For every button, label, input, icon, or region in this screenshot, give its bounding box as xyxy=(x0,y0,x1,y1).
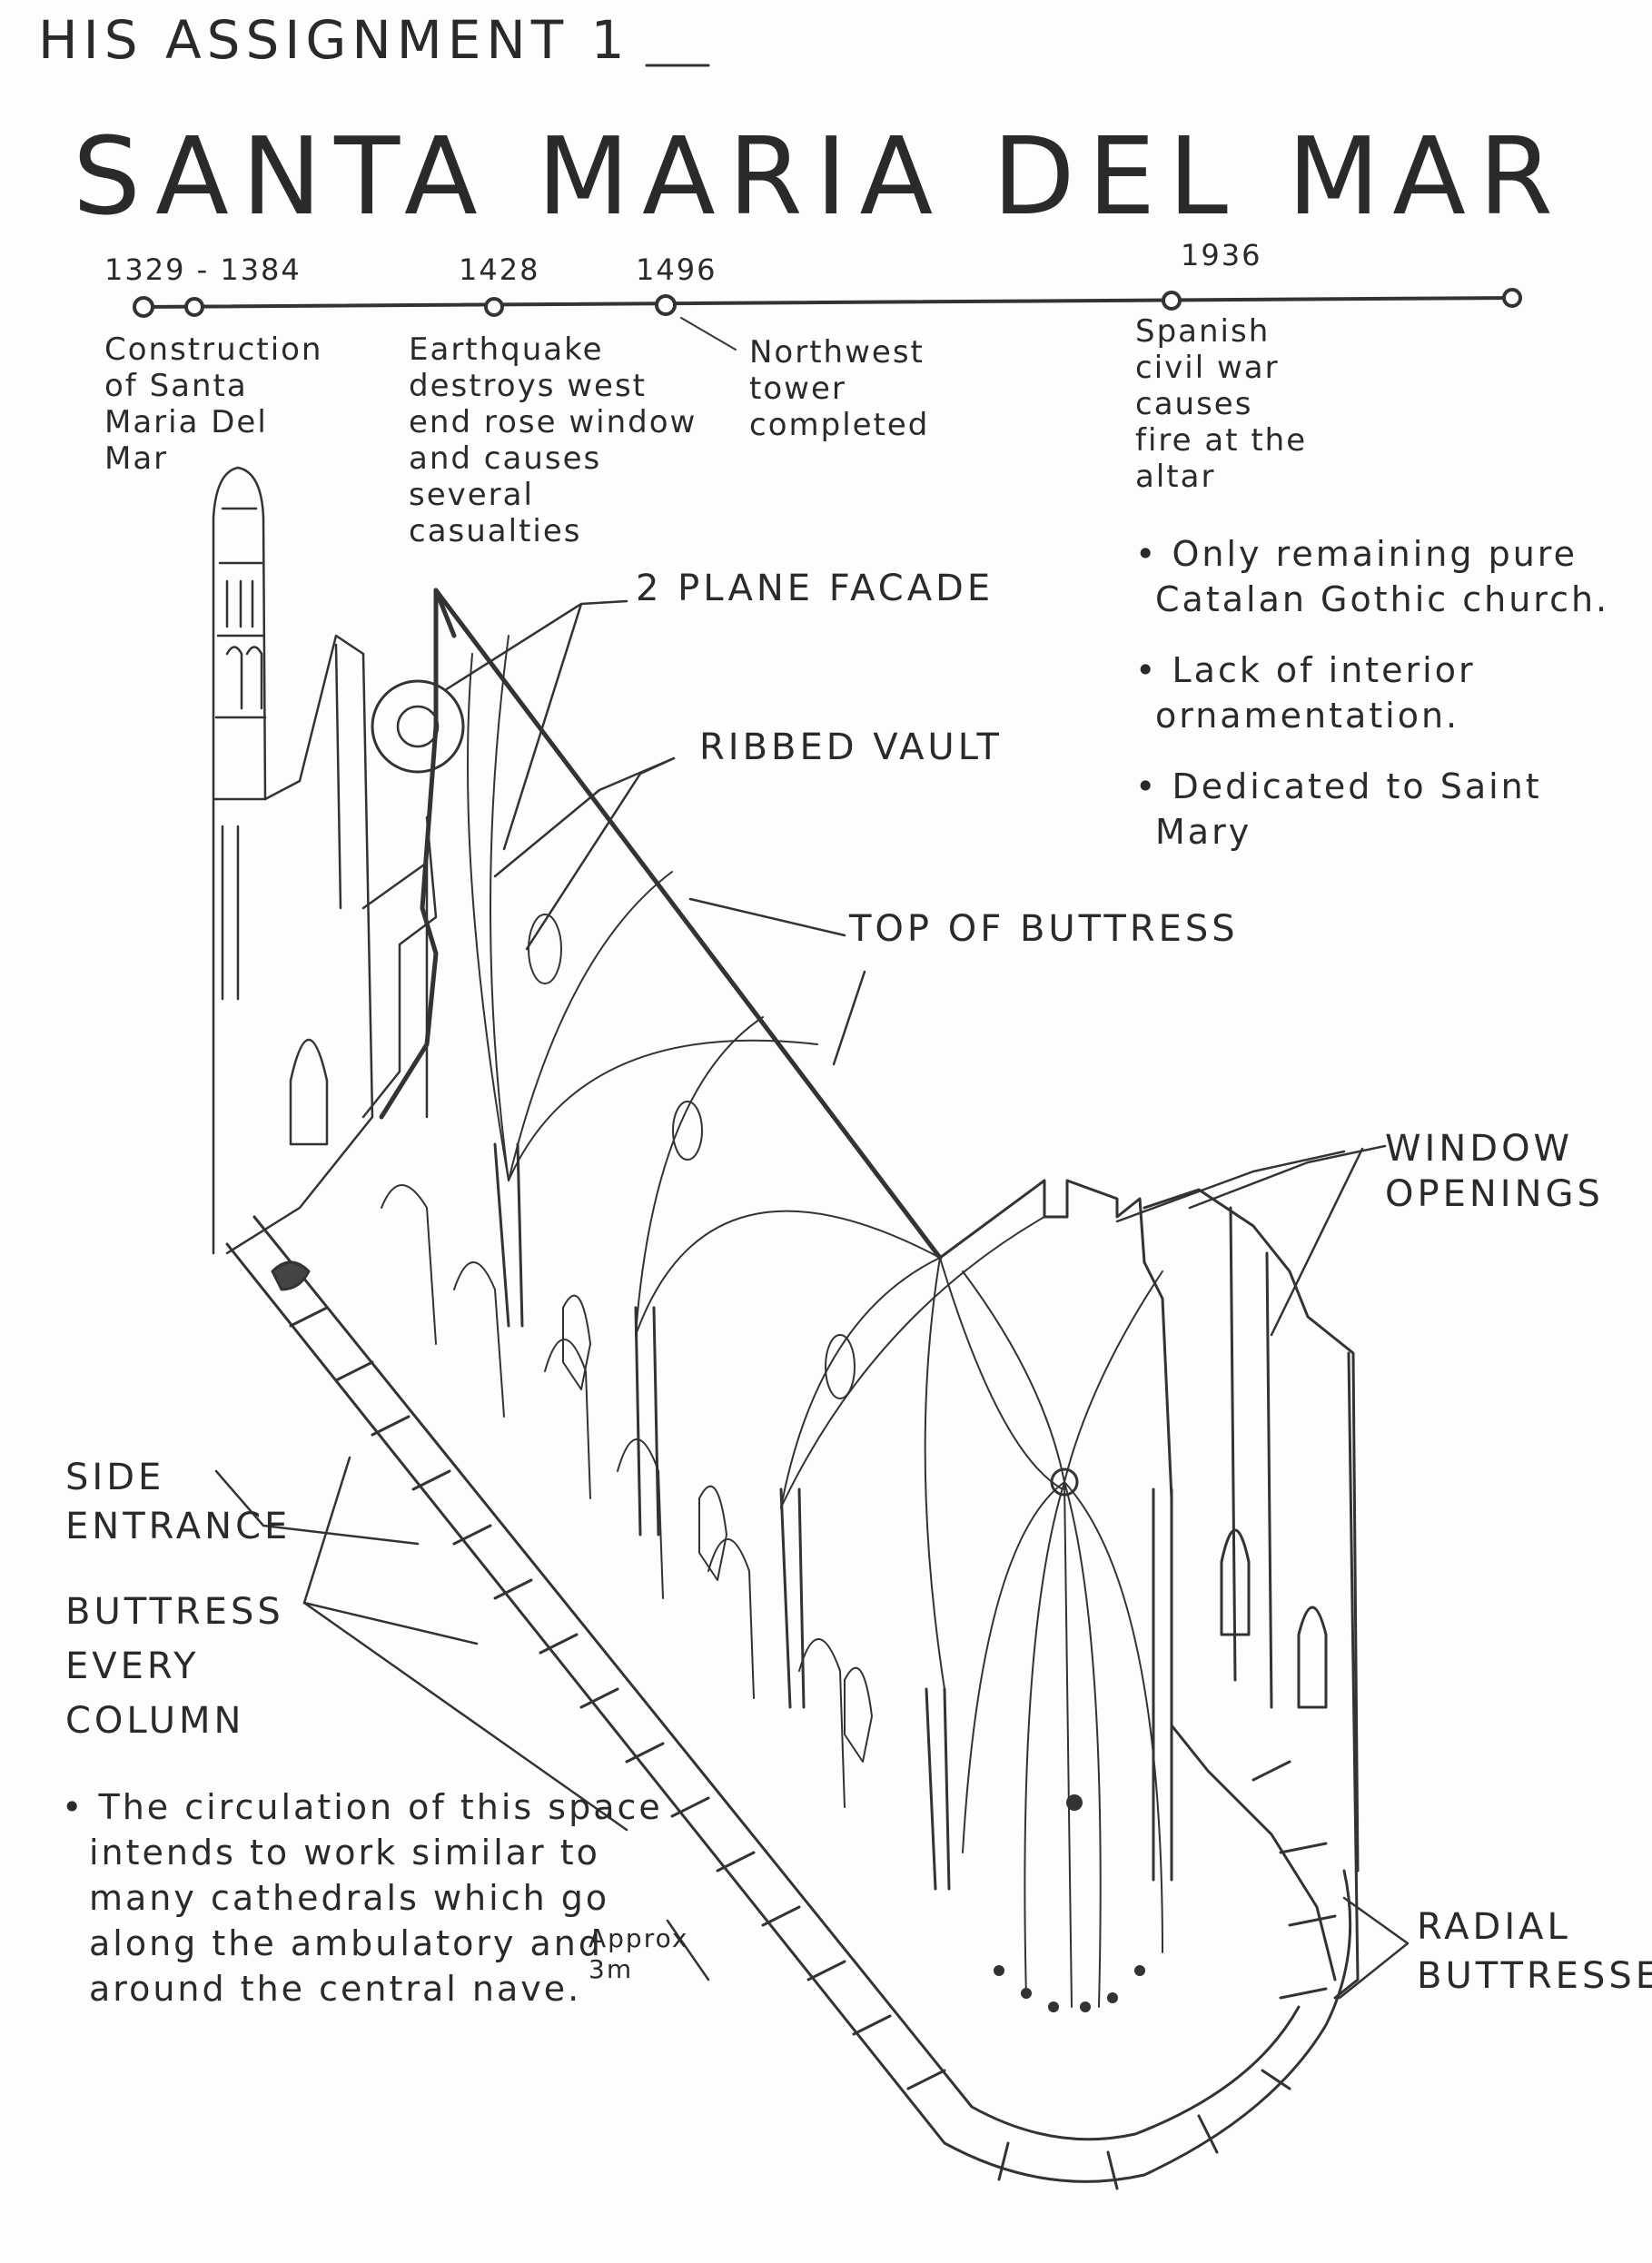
circulation-note-text: The circulation of this space intends to… xyxy=(89,1787,663,2009)
label-2-plane-facade: 2 PLANE FACADE xyxy=(636,568,994,609)
east-wall-drawing xyxy=(938,1179,1360,2000)
aisle-wall-buttresses xyxy=(225,1215,1352,2190)
label-ribbed-vault: RIBBED VAULT xyxy=(699,726,1003,768)
timeline-event-3: Northwest tower completed xyxy=(749,334,930,443)
timeline-year-1: 1329 - 1384 xyxy=(104,252,302,287)
timeline-year-3: 1496 xyxy=(636,252,717,287)
timeline-event-1: Construction of Santa Maria Del Mar xyxy=(104,331,323,477)
label-approx-3m: Approx 3m xyxy=(589,1923,689,1984)
bell-tower-drawing xyxy=(212,466,267,1255)
timeline-event-2: Earthquake destroys west end rose window… xyxy=(409,331,697,549)
nave-columns xyxy=(493,1142,1173,1891)
apse-drawing xyxy=(962,1270,1163,2012)
timeline-event-4: Spanish civil war causes fire at the alt… xyxy=(1135,313,1308,495)
label-window-openings: WINDOW OPENINGS xyxy=(1385,1128,1604,1215)
facade-drawing xyxy=(225,634,465,1255)
label-side-entrance: SIDE ENTRANCE xyxy=(65,1457,292,1547)
assignment-header: HIS ASSIGNMENT 1 xyxy=(38,9,630,71)
bullet-icon: • xyxy=(62,1787,99,1827)
label-buttress-every-column: BUTTRESS EVERY COLUMN xyxy=(65,1591,284,1742)
fact-item: Only remaining pure Catalan Gothic churc… xyxy=(1135,531,1626,622)
facts-list: Only remaining pure Catalan Gothic churc… xyxy=(1135,531,1626,880)
label-top-of-buttress: TOP OF BUTTRESS xyxy=(849,908,1239,950)
chapel-arches xyxy=(381,1184,873,1808)
timeline-year-4: 1936 xyxy=(1181,238,1262,272)
fact-item: Dedicated to Saint Mary xyxy=(1135,764,1626,855)
leader-lines xyxy=(214,599,1410,2000)
nave-outline xyxy=(379,588,943,1260)
circulation-note: • The circulation of this space intends … xyxy=(53,1784,670,2011)
fact-item: Lack of interior ornamentation. xyxy=(1135,647,1626,738)
page-title: SANTA MARIA DEL MAR xyxy=(73,114,1566,239)
timeline-line xyxy=(133,288,1522,351)
label-radial-buttresses: RADIAL BUTTRESSES xyxy=(1417,1906,1652,1997)
ribbed-vaults xyxy=(467,635,1063,1690)
timeline-year-2: 1428 xyxy=(459,252,540,287)
